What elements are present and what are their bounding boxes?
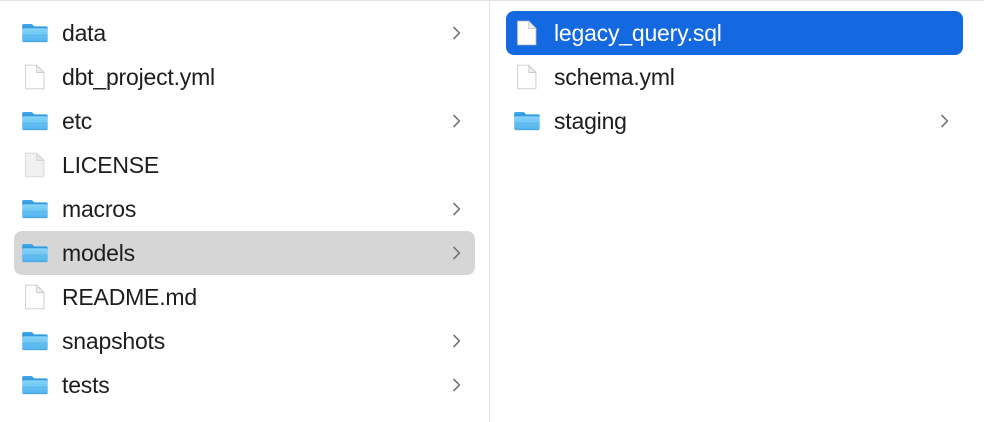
item-label: models: [62, 240, 135, 266]
folder-icon: [20, 18, 50, 48]
item-label: snapshots: [62, 328, 166, 354]
folder-row[interactable]: macros: [14, 187, 475, 231]
file-row[interactable]: LICENSE: [14, 143, 475, 187]
document-icon: [20, 62, 50, 92]
item-label: schema.yml: [554, 64, 675, 90]
folder-icon: [512, 106, 542, 136]
chevron-right-icon: [451, 332, 463, 350]
file-row[interactable]: legacy_query.sql: [506, 11, 963, 55]
chevron-right-icon: [939, 112, 951, 130]
folder-row[interactable]: models: [14, 231, 475, 275]
folder-icon: [20, 194, 50, 224]
folder-icon: [20, 370, 50, 400]
folder-row[interactable]: snapshots: [14, 319, 475, 363]
file-row[interactable]: README.md: [14, 275, 475, 319]
item-label: tests: [62, 372, 110, 398]
folder-row[interactable]: staging: [506, 99, 963, 143]
item-label: legacy_query.sql: [554, 20, 722, 46]
file-column-parent[interactable]: data dbt_project.yml: [0, 1, 490, 422]
document-icon: [512, 18, 542, 48]
chevron-right-icon: [451, 24, 463, 42]
item-label: dbt_project.yml: [62, 64, 215, 90]
item-label: README.md: [62, 284, 197, 310]
folder-icon: [20, 238, 50, 268]
folder-row[interactable]: tests: [14, 363, 475, 407]
item-label: macros: [62, 196, 137, 222]
item-label: LICENSE: [62, 152, 160, 178]
document-icon: [512, 62, 542, 92]
item-label: staging: [554, 108, 627, 134]
folder-row[interactable]: data: [14, 11, 475, 55]
file-row[interactable]: schema.yml: [506, 55, 963, 99]
chevron-right-icon: [451, 376, 463, 394]
document-icon: [20, 282, 50, 312]
chevron-right-icon: [451, 200, 463, 218]
folder-row[interactable]: etc: [14, 99, 475, 143]
file-row[interactable]: dbt_project.yml: [14, 55, 475, 99]
chevron-right-icon: [451, 244, 463, 262]
folder-icon: [20, 106, 50, 136]
item-label: data: [62, 20, 106, 46]
item-label: etc: [62, 108, 93, 134]
file-column-models[interactable]: legacy_query.sql schema.yml: [490, 1, 983, 422]
folder-icon: [20, 326, 50, 356]
generic-document-icon: [20, 150, 50, 180]
chevron-right-icon: [451, 112, 463, 130]
